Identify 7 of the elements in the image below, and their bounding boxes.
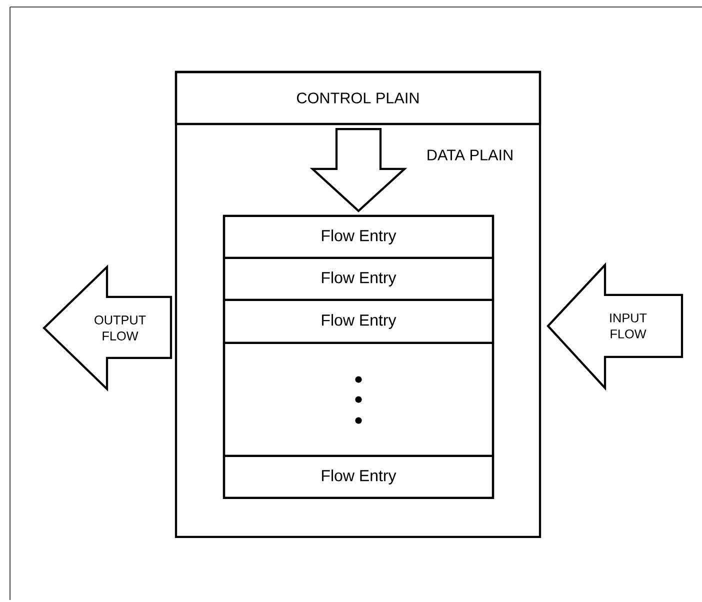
flow-entry-row: Flow Entry [222, 214, 494, 260]
block-arrow [310, 128, 408, 212]
flow-entry-row: Flow Entry [222, 454, 494, 500]
control-plane-band: CONTROL PLAIN [174, 70, 542, 126]
flow-entry-row: Flow Entry [222, 256, 494, 302]
ellipsis-row [222, 342, 494, 458]
flow-entry-row: Flow Entry [222, 298, 494, 344]
